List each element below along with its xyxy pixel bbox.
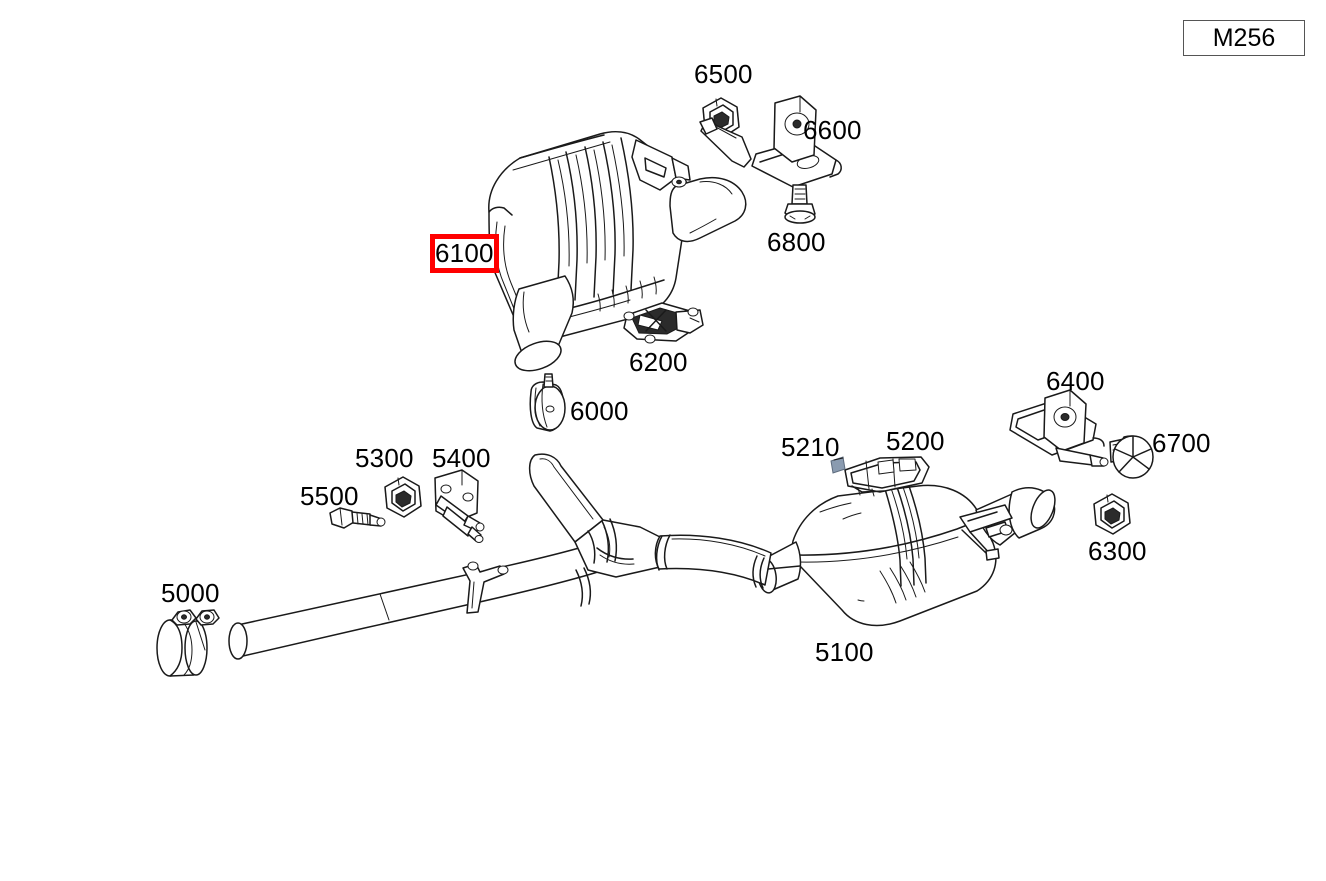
- callout-6400[interactable]: 6400: [1046, 366, 1105, 396]
- part-5400-hanger-bracket: [434, 469, 485, 543]
- part-5500-hex-bolt: [329, 507, 386, 529]
- callout-6500[interactable]: 6500: [694, 59, 753, 89]
- part-6000-pipe-clamp: [529, 373, 566, 432]
- callout-6700[interactable]: 6700: [1152, 428, 1211, 458]
- callout-6100-highlighted[interactable]: 6100: [430, 234, 499, 273]
- part-6600-hanger-bracket: [699, 95, 842, 188]
- callout-5200[interactable]: 5200: [886, 426, 945, 456]
- part-5210-retaining-clip: [830, 456, 846, 474]
- exhaust-front-pipe-assembly: [228, 453, 801, 660]
- callout-5210[interactable]: 5210: [781, 432, 840, 462]
- part-5100-center-muffler: [757, 484, 1056, 627]
- part-6500-rubber-mount: [702, 97, 740, 139]
- part-6300-rubber-mount: [1093, 493, 1131, 535]
- callout-6300[interactable]: 6300: [1088, 536, 1147, 566]
- callout-6200[interactable]: 6200: [629, 347, 688, 377]
- callout-6800[interactable]: 6800: [767, 227, 826, 257]
- callout-5000[interactable]: 5000: [161, 578, 220, 608]
- part-6400-bracket-assembly: [1009, 389, 1109, 467]
- callout-6600[interactable]: 6600: [803, 115, 862, 145]
- part-5300-rubber-mount: [384, 476, 422, 518]
- part-6700-flange-bolt: [1109, 435, 1154, 479]
- callout-5500[interactable]: 5500: [300, 481, 359, 511]
- callout-5300[interactable]: 5300: [355, 443, 414, 473]
- part-6200-actuator: [623, 302, 704, 344]
- part-6800-bolt: [784, 184, 816, 224]
- callout-5400[interactable]: 5400: [432, 443, 491, 473]
- engine-code-badge: M256: [1183, 20, 1305, 56]
- part-5200-heat-shield: [844, 456, 930, 497]
- part-6100-rear-muffler: [488, 130, 747, 372]
- callout-5100[interactable]: 5100: [815, 637, 874, 667]
- callout-6000[interactable]: 6000: [570, 396, 629, 426]
- part-5000-pipe-clamp: [156, 609, 220, 677]
